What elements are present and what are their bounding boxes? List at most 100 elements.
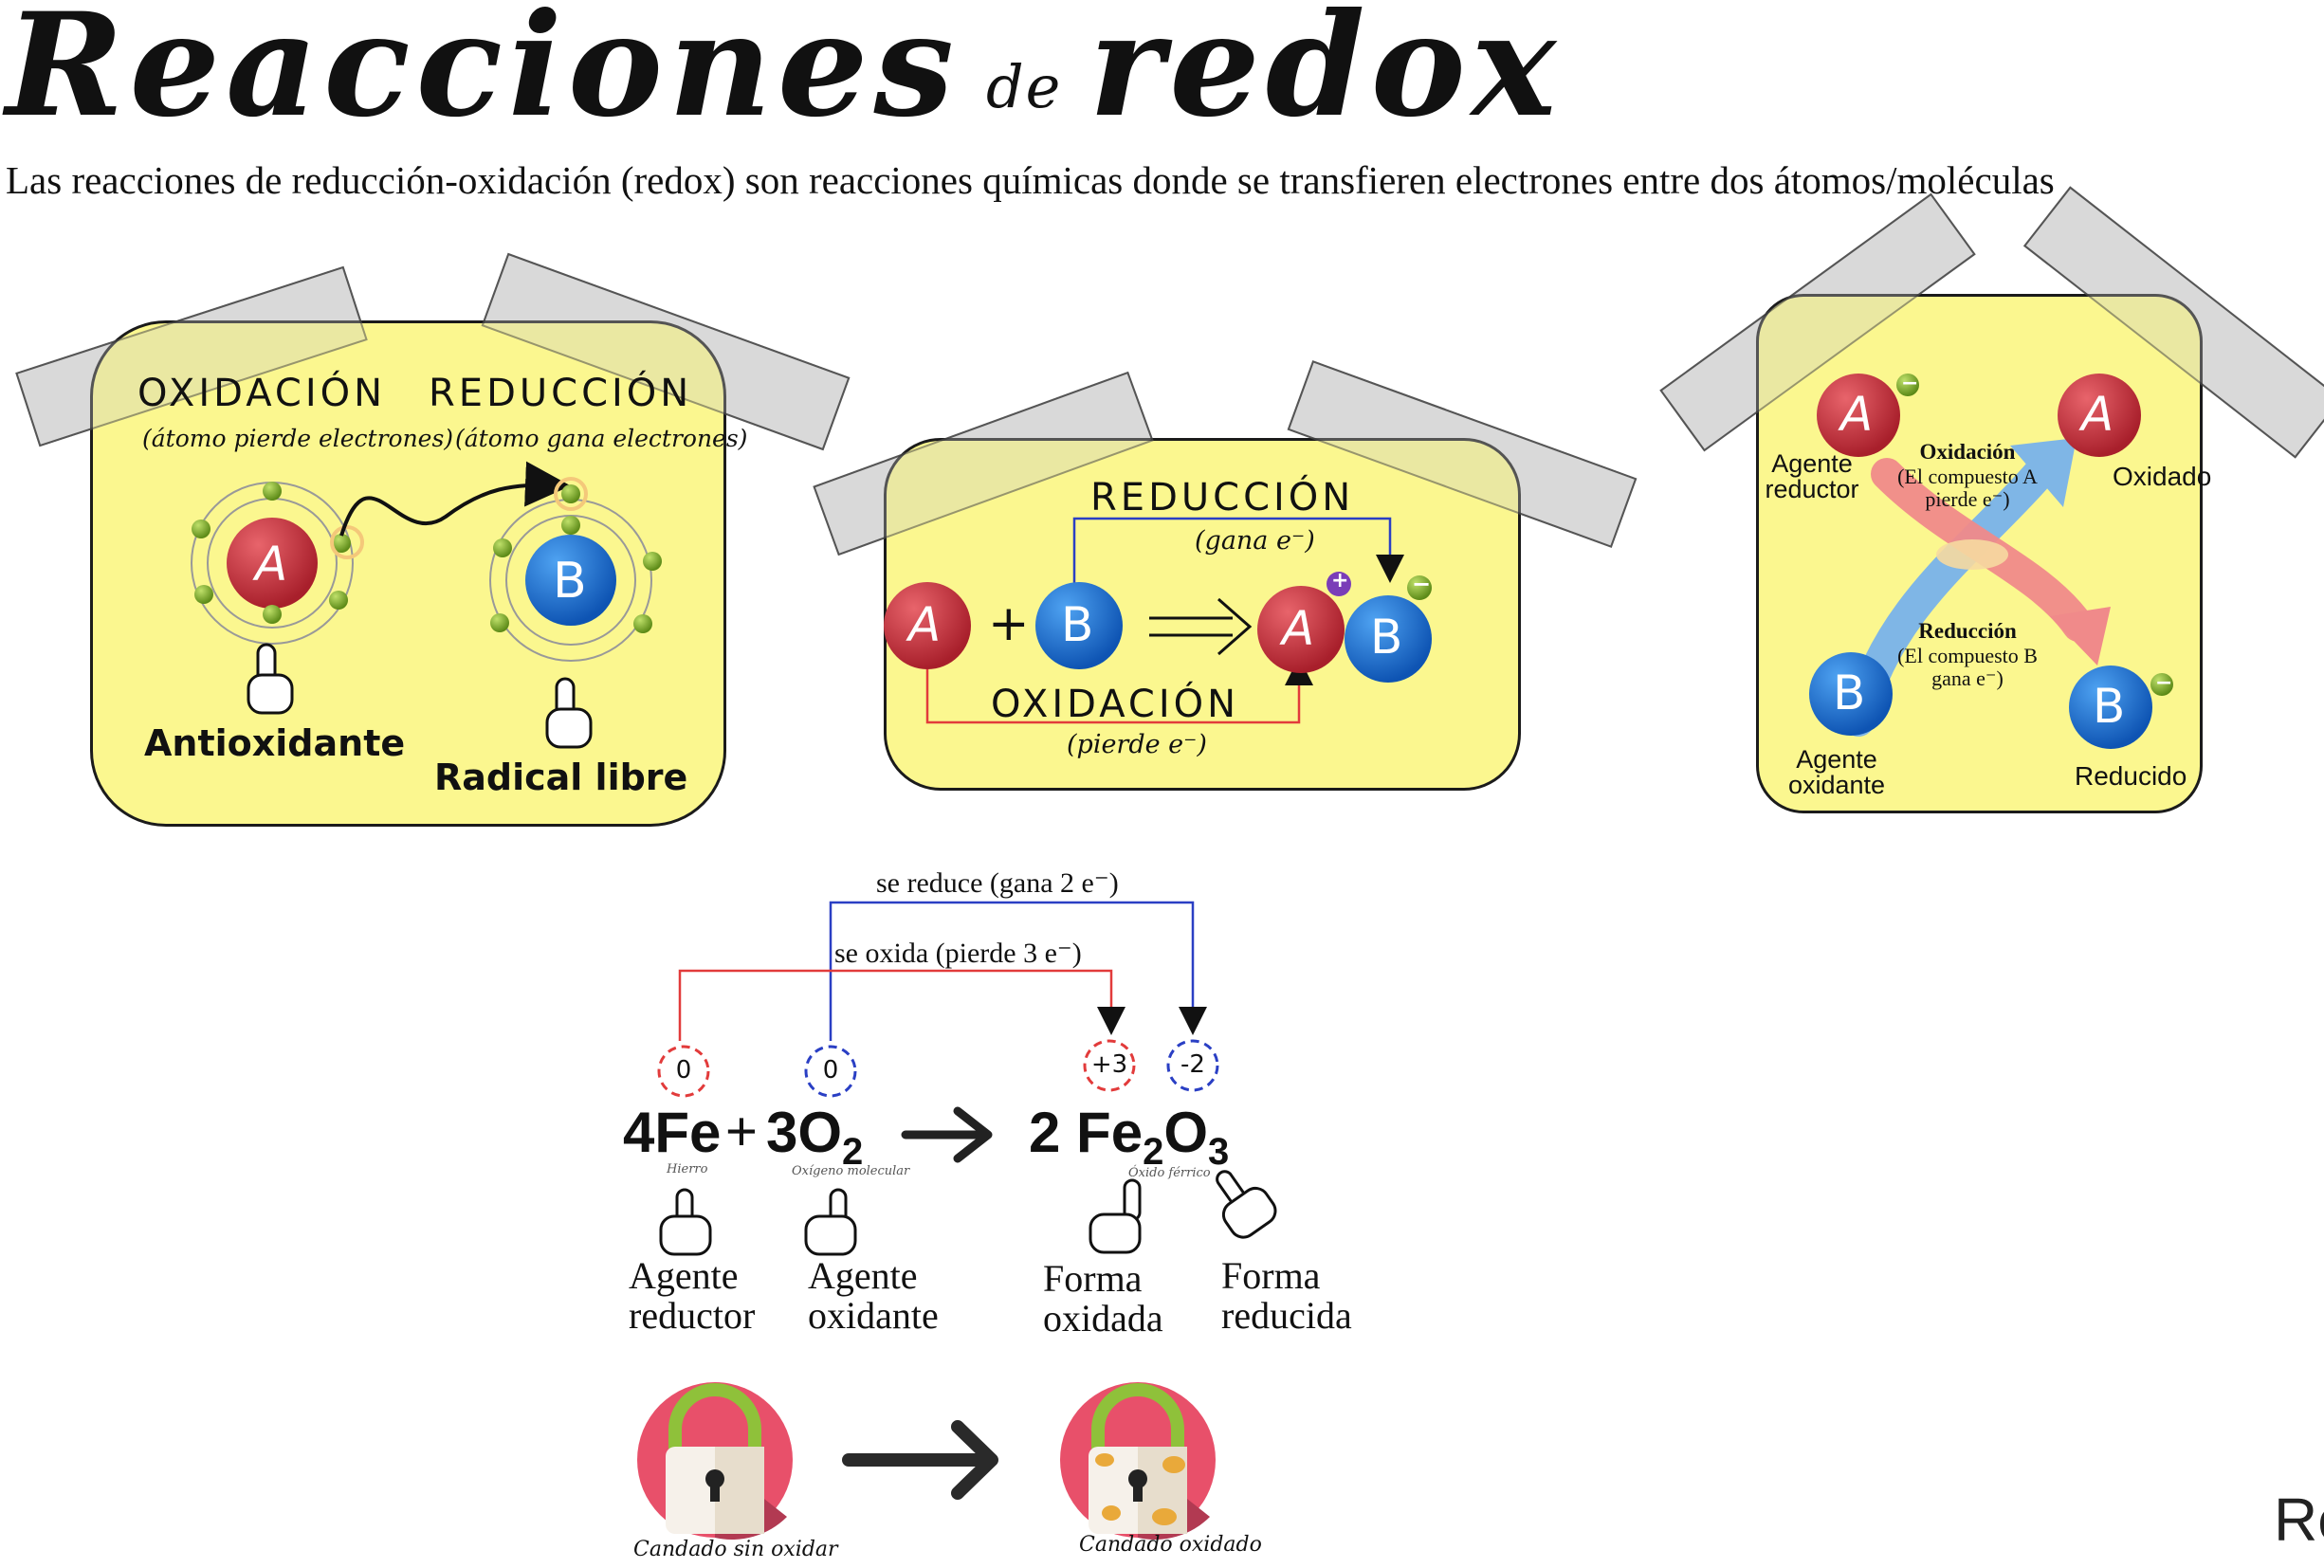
state-fe: 0 — [675, 1056, 692, 1085]
reducido-label: Reducido — [2075, 761, 2187, 791]
reactant-o2-sub: 2 — [842, 1131, 864, 1173]
product-fe: 2 Fe — [1029, 1101, 1144, 1164]
oxidation-arrowhead — [2010, 438, 2077, 507]
reactant-o2: 3O2 — [766, 1100, 863, 1174]
agente-oxidante-eq-2: oxidante — [808, 1294, 939, 1337]
padlock-arrow-icon — [842, 1420, 998, 1500]
panel2-reduction-title: REDUCCIÓN — [1090, 476, 1355, 520]
forma-oxidada-2: oxidada — [1043, 1297, 1163, 1340]
antioxidant-label: Antioxidante — [144, 722, 406, 764]
reaction-arrow-icon — [1149, 597, 1253, 656]
title-part-2: de — [985, 52, 1063, 121]
atom-a-reductor — [1817, 374, 1900, 457]
oxida-label: se oxida (pierde 3 e⁻) — [834, 938, 1082, 969]
product-fe2o3: 2 Fe2O3 — [1029, 1100, 1229, 1174]
agente-reductor-label: Agente reductor — [1765, 449, 1859, 503]
note-o2: Oxígeno molecular — [792, 1164, 910, 1178]
pointing-hand-icon — [545, 677, 593, 749]
pointing-hand-icon — [1089, 1178, 1142, 1254]
panel1-oxidation-note: (átomo pierde electrones) — [142, 425, 454, 452]
pointing-hand-icon — [804, 1188, 857, 1256]
atom-b — [1035, 582, 1123, 669]
panel1-reduction-title: REDUCCIÓN — [429, 372, 693, 415]
ox-state-o — [804, 1045, 857, 1098]
electron-glow — [554, 477, 588, 511]
forma-reducida-1: Forma — [1221, 1254, 1321, 1297]
ox-state-o-prod — [1166, 1039, 1219, 1092]
forma-reducida-2: reducida — [1221, 1294, 1352, 1337]
padlock-rusted-icon — [1060, 1382, 1216, 1541]
panel2-atom-a-product: A — [1282, 601, 1315, 656]
panel2-atom-b-product: B — [1370, 610, 1403, 665]
p3-red-title: Reducción — [1918, 619, 2017, 643]
p3-atom-b-1: B — [1833, 665, 1866, 720]
pointing-hand-icon — [1216, 1170, 1277, 1239]
agente-oxidante-label: Agente oxidante — [1787, 745, 1886, 799]
panel2-charge-neg: − — [1412, 571, 1432, 597]
oxidado-label: Oxidado — [2113, 462, 2212, 491]
ox-state-fe — [657, 1045, 710, 1098]
panel2-atom-a: A — [908, 597, 942, 652]
positive-charge-icon — [1327, 572, 1351, 596]
product-sub-1: 2 — [1143, 1131, 1164, 1173]
transfer-arrow — [339, 461, 571, 537]
equation-arrow-icon — [901, 1106, 993, 1163]
p3-charge-neg-2: − — [2155, 671, 2173, 695]
electrons-a — [192, 482, 351, 624]
padlock-left-caption: Candado sin oxidar — [633, 1538, 838, 1561]
p3-atom-b-2: B — [2093, 679, 2126, 734]
panel2-reduction-note: (gana e⁻) — [1195, 526, 1315, 556]
corner-text: Re — [2274, 1486, 2324, 1554]
negative-charge-icon — [1407, 575, 1432, 600]
reduction-arrowhead — [2050, 607, 2111, 665]
panel2-plus: + — [988, 595, 1030, 652]
panel2-charge-pos: + — [1331, 569, 1349, 593]
panel1-reduction-note: (átomo gana electrones) — [455, 425, 748, 452]
pointing-hand-icon — [247, 643, 294, 715]
product-sub-2: 3 — [1207, 1131, 1230, 1173]
note-prod: Óxido férrico — [1128, 1166, 1211, 1180]
page-subtitle: Las reacciones de reducción-oxidación (r… — [6, 158, 2055, 202]
agente-reductor-eq-1: Agente — [629, 1254, 739, 1297]
p3-ox-title: Oxidación — [1919, 440, 2016, 464]
state-o: 0 — [822, 1056, 839, 1085]
pointing-hand-icon — [659, 1188, 712, 1256]
negative-charge-icon — [2150, 673, 2173, 696]
ox-state-fe-prod — [1083, 1039, 1136, 1092]
reactant-o2-main: 3O — [766, 1101, 843, 1164]
state-o-prod: -2 — [1180, 1050, 1205, 1079]
title-part-1: Reacciones — [6, 0, 960, 149]
p3-ox-desc-1: (El compuesto A — [1897, 465, 2038, 488]
reactant-fe: 4Fe — [623, 1101, 722, 1164]
panel1-oxidation-title: OXIDACIÓN — [137, 372, 387, 415]
atom-a-oxidized — [2058, 374, 2141, 457]
atom-b-product — [1345, 595, 1432, 683]
agente-oxidante-eq-1: Agente — [808, 1254, 918, 1297]
atom-a-label: A — [255, 537, 288, 592]
agente-reductor-eq-2: reductor — [629, 1294, 756, 1337]
free-radical-label: Radical libre — [434, 757, 688, 798]
panel-antioxidant — [90, 320, 726, 827]
electrons-b — [490, 484, 662, 633]
note-fe: Hierro — [667, 1162, 708, 1176]
equation-plus: + — [725, 1101, 758, 1162]
p3-red-desc-2: gana e⁻) — [1931, 666, 2004, 690]
padlock-clean-icon — [637, 1382, 793, 1541]
reduce-label: se reduce (gana 2 e⁻) — [876, 867, 1119, 899]
atom-a-product — [1257, 586, 1345, 673]
negative-charge-icon — [1896, 374, 1919, 396]
state-fe-prod: +3 — [1090, 1050, 1128, 1079]
p3-charge-neg-1: − — [1901, 372, 1919, 395]
product-o: O — [1163, 1101, 1208, 1164]
atom-a — [227, 518, 318, 609]
panel2-atom-b: B — [1061, 597, 1094, 652]
p3-ox-desc-2: pierde e⁻) — [1925, 487, 2010, 511]
atom-b — [525, 535, 616, 626]
